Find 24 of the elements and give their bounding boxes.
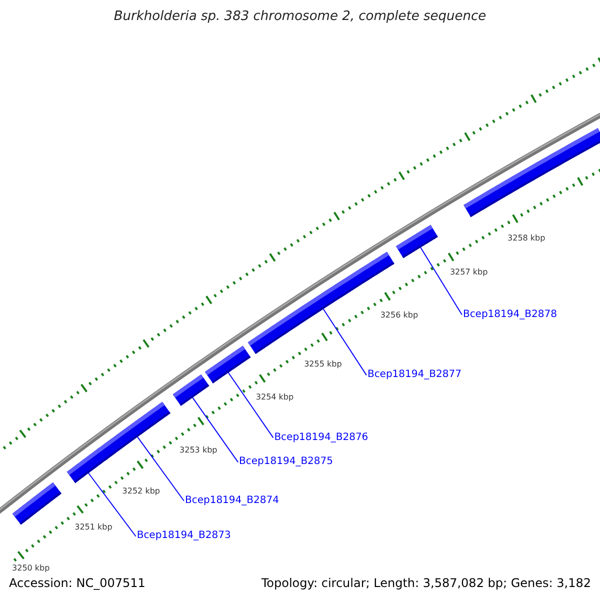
gene-bar — [97, 402, 170, 461]
gene-label: Bcep18194_B2874 — [184, 494, 279, 507]
gene-bar — [464, 128, 600, 218]
gene-bar — [396, 224, 438, 258]
gene-bar — [12, 482, 62, 525]
gene-label: Bcep18194_B2877 — [367, 369, 462, 382]
tick-label: 3252 kbp — [122, 486, 160, 496]
gene-label: Bcep18194_B2875 — [239, 456, 334, 468]
accession-text: Accession: NC_007511 — [9, 576, 146, 590]
map-title: Burkholderia sp. 383 chromosome 2, complete sequence — [112, 9, 488, 24]
gene-label: Bcep18194_B2873 — [136, 530, 231, 542]
tick-label: 3256 kbp — [380, 310, 418, 320]
leader-line — [192, 397, 239, 463]
gene-label: Bcep18194_B2876 — [274, 432, 368, 444]
leader-line — [88, 472, 136, 537]
leader-line — [420, 246, 462, 316]
gene-label: Bcep18194_B2878 — [462, 308, 557, 321]
leader-line — [137, 436, 184, 502]
tick-label: 3250 kbp — [12, 563, 50, 572]
gene-bar — [204, 346, 251, 384]
gene-bar — [172, 374, 210, 406]
leader-line — [322, 308, 367, 376]
genome-summary-text: Topology: circular; Length: 3,587,082 bp; Genes: 3,182 — [261, 576, 591, 590]
leader-line — [228, 372, 274, 438]
